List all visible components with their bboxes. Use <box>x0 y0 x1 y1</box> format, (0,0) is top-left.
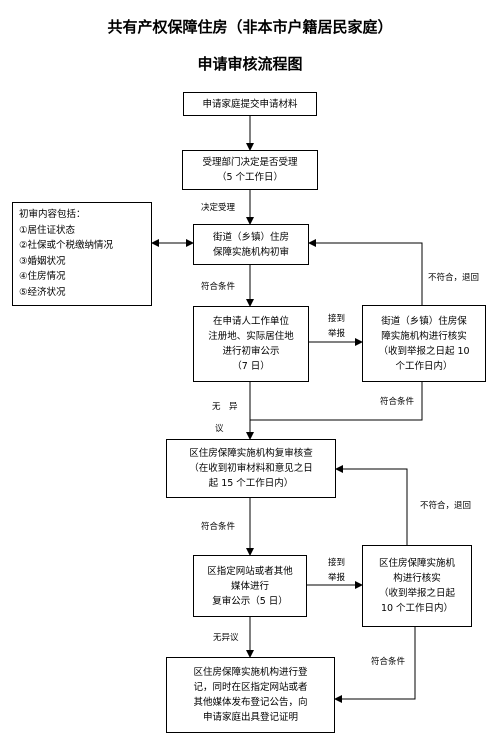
label-meets-conditions-4: 符合条件 <box>371 657 406 667</box>
box-district-review: 区住房保障实施机构复审核查 （在收到初审材料和意见之日 起 15 个工作日内） <box>166 439 336 498</box>
label-not-meet-return-2: 不符合，退回 <box>420 501 472 511</box>
label-no-objection-2: 无异议 <box>213 633 239 643</box>
diagram-subtitle: 申请审核流程图 <box>197 55 303 73</box>
arrow-verify1-district <box>250 382 423 421</box>
label-report-received-2b: 举报 <box>328 573 346 583</box>
label-meets-conditions-3: 符合条件 <box>201 522 236 532</box>
label-report-received-1b: 举报 <box>328 329 346 339</box>
label-no-objection-1b: 议 <box>215 424 224 434</box>
label-report-received-2a: 接到 <box>328 558 346 568</box>
box-street-initial-review: 街道（乡镇）住房 保障实施机构初审 <box>193 224 309 265</box>
box-review-scope: 初审内容包括： ①居住证状态 ②社保或个税缴纳情况 ③婚姻状况 ④住房情况 ⑤经… <box>12 202 152 306</box>
label-report-received-1a: 接到 <box>328 314 346 324</box>
box-initial-publicity: 在申请人工作单位 注册地、实际居住地 进行初审公示 （7 日） <box>193 306 309 382</box>
label-not-meet-return-1: 不符合，退回 <box>428 273 480 283</box>
box-district-verification: 区住房保障实施机 构进行核实 （收到举报之日起 10 个工作日内） <box>362 545 472 627</box>
label-meets-conditions-2: 符合条件 <box>380 397 415 407</box>
arrow-verify2-register <box>334 627 416 703</box>
arrow-verify1-street-return <box>308 239 423 305</box>
box-registration: 区住房保障实施机构进行登 记，同时在区指定网站或者 其他媒体发布登记公告，向 申… <box>166 657 335 733</box>
label-meets-conditions-1: 符合条件 <box>201 282 236 292</box>
box-review-publicity: 区指定网站或者其他 媒体进行 复审公示（5 日） <box>193 555 307 617</box>
label-no-objection-1a: 无 异 <box>212 402 238 412</box>
label-decide-accept: 决定受理 <box>201 203 236 213</box>
box-submit-application: 申请家庭提交申请材料 <box>183 92 317 116</box>
diagram-title: 共有产权保障住房（非本市户籍居民家庭） <box>107 18 393 36</box>
box-street-verification: 街道（乡镇）住房保 障实施机构进行核实 （收到举报之日起 10 个工作日内） <box>362 305 486 382</box>
arrow-verify2-district-return <box>335 465 408 545</box>
box-accept-decision: 受理部门决定是否受理 （5 个工作日） <box>182 150 318 190</box>
